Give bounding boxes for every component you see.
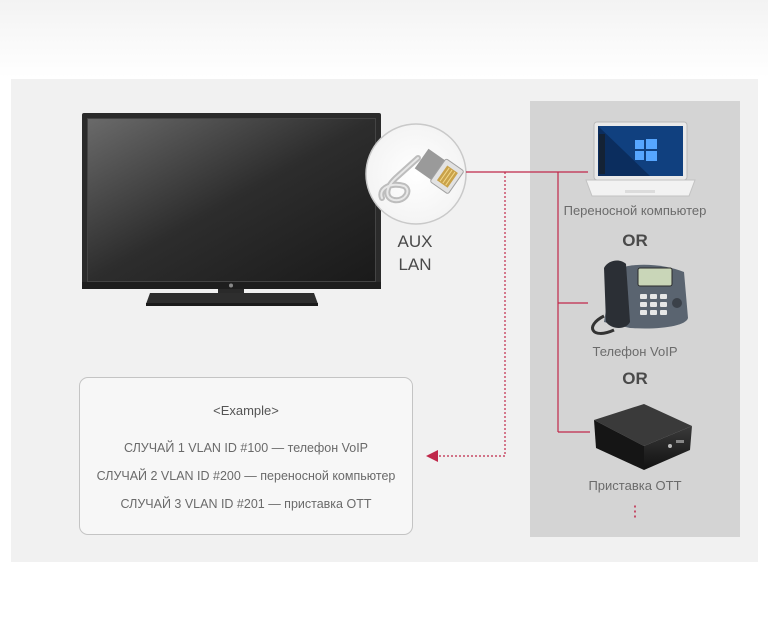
laptop-icon — [585, 121, 696, 197]
arrow-head — [426, 450, 438, 462]
example-case-2: СЛУЧАЙ 2 VLAN ID #200 — переносной компь… — [96, 469, 396, 483]
more-devices-ellipsis: ⋮ — [627, 503, 643, 520]
settop-label: Приставка OTT — [588, 478, 682, 493]
voip-phone-icon — [591, 260, 688, 335]
example-case-1: СЛУЧАЙ 1 VLAN ID #100 — телефон VoIP — [123, 441, 369, 455]
or-label-1: OR — [622, 231, 648, 250]
example-title: <Example> — [213, 403, 279, 418]
tv-icon — [82, 113, 381, 306]
ott-box-icon — [594, 404, 692, 470]
or-label-2: OR — [622, 369, 648, 388]
top-band — [0, 0, 768, 78]
ethernet-plug-icon — [365, 123, 467, 225]
laptop-label: Переносной компьютер — [563, 203, 707, 218]
example-case-3: СЛУЧАЙ 3 VLAN ID #201 — приставка OTT — [120, 497, 372, 511]
aux-lan-label: AUX LAN — [380, 230, 450, 276]
phone-label: Телефон VoIP — [592, 344, 678, 359]
vlan-dotted-link — [438, 172, 506, 457]
connection-lines — [466, 171, 590, 433]
example-box: <Example> СЛУЧАЙ 1 VLAN ID #100 — телефо… — [79, 377, 413, 535]
lan-label: LAN — [398, 255, 432, 274]
aux-label: AUX — [397, 232, 433, 251]
